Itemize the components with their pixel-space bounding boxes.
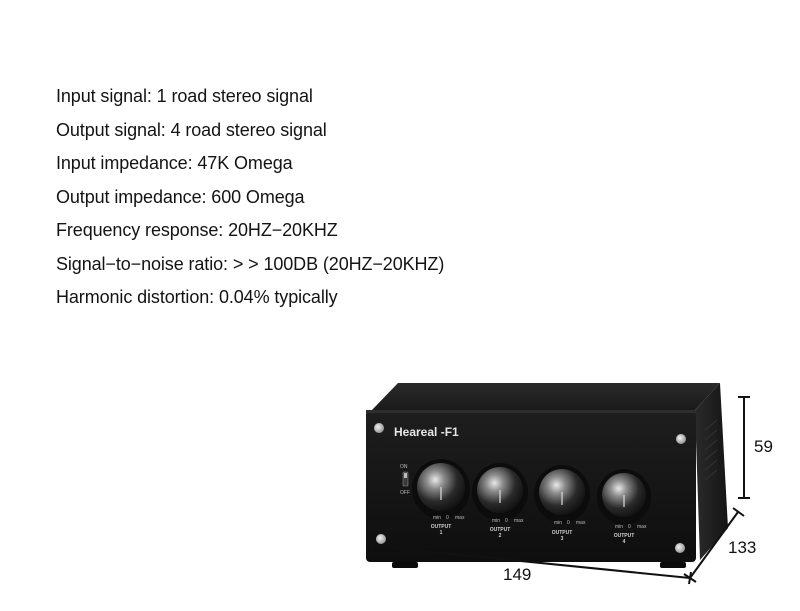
spec-frequency-response: Frequency response: 20HZ−20KHZ (56, 220, 338, 240)
volume-knob-2[interactable] (472, 463, 528, 521)
knob3-scale-min: min (554, 520, 562, 526)
output-1-number: 1 (440, 530, 443, 536)
spec-output-signal: Output signal: 4 road stereo signal (56, 119, 327, 140)
output-4-number: 4 (623, 539, 626, 545)
knob2-scale-max: max (514, 518, 524, 524)
volume-knob-3[interactable] (534, 465, 590, 523)
knob1-scale-zero: 0 (446, 515, 449, 521)
screw-bottom-left (376, 534, 386, 544)
knob4-scale-zero: 0 (628, 524, 631, 530)
screw-bottom-right (675, 543, 685, 553)
screw-top-right (676, 434, 686, 444)
width-label: 149 (503, 565, 532, 584)
output-2-label: OUTPUT (490, 527, 511, 533)
switch-on-label: ON (400, 464, 408, 470)
output-3-number: 3 (561, 536, 564, 542)
front-panel (366, 410, 696, 562)
output-3-label: OUTPUT (552, 530, 573, 536)
output-1-label: OUTPUT (431, 524, 452, 530)
knob2-scale-zero: 0 (505, 518, 508, 524)
side-vents (704, 419, 718, 481)
knob3-scale-zero: 0 (567, 520, 570, 526)
chassis-side (695, 383, 728, 560)
chassis-top (372, 383, 720, 410)
knob2-scale-min: min (492, 518, 500, 524)
height-label: 59 (754, 437, 773, 456)
foot-right (660, 562, 686, 568)
knob4-scale-min: min (615, 524, 623, 530)
brand-label: Heareal -F1 (394, 425, 459, 439)
output-4-label: OUTPUT (614, 533, 635, 539)
knob1-scale-max: max (455, 515, 465, 521)
output-2-number: 2 (499, 533, 502, 539)
knob4-scale-max: max (637, 524, 647, 530)
spec-input-impedance: Input impedance: 47K Omega (56, 153, 293, 173)
spec-harmonic-distortion: Harmonic distortion: 0.04% typically (56, 287, 338, 307)
knob1-scale-min: min (433, 515, 441, 521)
spec-snr: Signal−to−noise ratio: > > 100DB (20HZ−2… (56, 253, 445, 274)
spec-list: Input signal: 1 road stereo signal Outpu… (56, 80, 444, 315)
volume-knob-1[interactable] (412, 459, 470, 519)
depth-dimension-line (689, 511, 739, 579)
switch-off-label: OFF (400, 490, 410, 496)
width-dimension-line (371, 545, 691, 579)
foot-left (392, 562, 418, 568)
screw-top-left (374, 423, 384, 433)
knob3-scale-max: max (576, 520, 586, 526)
spec-output-impedance: Output impedance: 600 Omega (56, 186, 305, 207)
volume-knob-4[interactable] (597, 469, 651, 525)
depth-label: 133 (728, 538, 757, 557)
spec-input-signal: Input signal: 1 road stereo signal (56, 86, 313, 106)
